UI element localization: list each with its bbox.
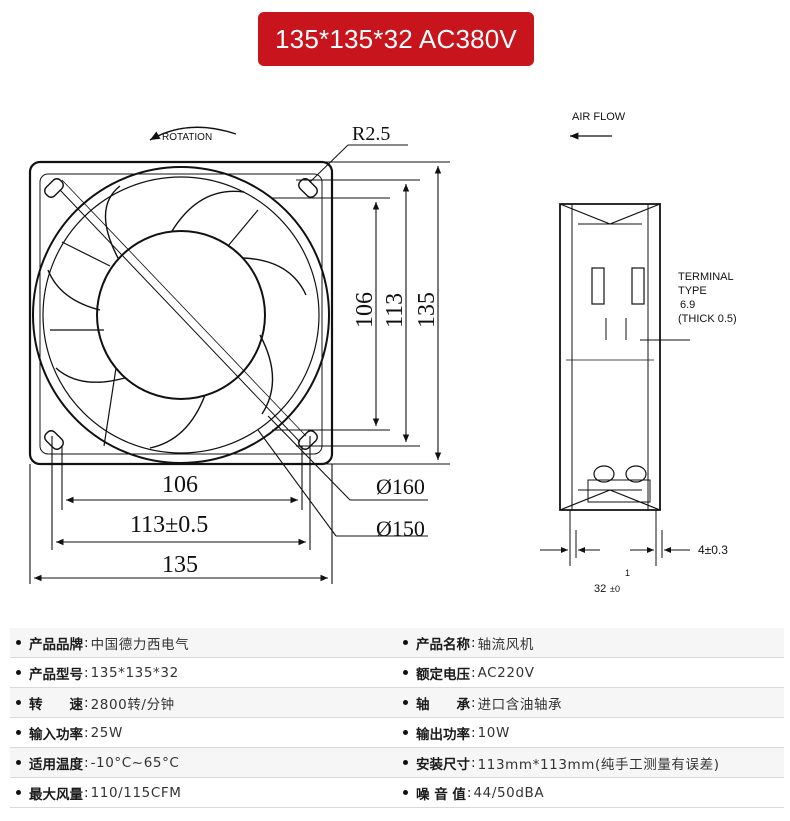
- fan-technical-drawing: ROTATION R2.5: [28, 111, 737, 595]
- side-thickness: 32: [594, 583, 606, 595]
- rotation-label: ROTATION: [162, 132, 212, 143]
- terminal-label-4: (THICK 0.5): [678, 313, 737, 325]
- rotation-indicator: ROTATION: [149, 126, 237, 143]
- spec-table: 产品品牌:中国德力西电气 产品名称:轴流风机 产品型号:135*135*32 额…: [10, 628, 784, 808]
- spec-cell: 产品型号:135*135*32: [10, 658, 397, 687]
- spec-value: 10W: [477, 724, 510, 741]
- terminal-label-3: 6.9: [680, 299, 695, 311]
- dim-vertical-135: 135: [414, 292, 440, 328]
- bullet-icon: [403, 730, 408, 735]
- spec-label: 产品品牌: [29, 636, 83, 653]
- radius-label: R2.5: [352, 123, 390, 145]
- spec-cell: 产品名称:轴流风机: [397, 628, 784, 657]
- spec-cell: 输入功率:25W: [10, 718, 397, 747]
- spec-value: 110/115CFM: [90, 784, 182, 801]
- terminal-tolerance: 4±0.3: [698, 543, 728, 557]
- spec-row: 产品品牌:中国德力西电气 产品名称:轴流风机: [10, 628, 784, 658]
- bullet-icon: [403, 640, 408, 645]
- spec-cell: 噪 音 值:44/50dBA: [397, 778, 784, 807]
- bullet-icon: [403, 670, 408, 675]
- dim-horizontal-106: 106: [162, 472, 198, 498]
- bullet-icon: [403, 700, 408, 705]
- fan-front-view: [28, 160, 334, 466]
- dim-horizontal-113: 113±0.5: [130, 512, 208, 538]
- bullet-icon: [16, 730, 21, 735]
- spec-row: 输入功率:25W 输出功率:10W: [10, 718, 784, 748]
- terminal-label-1: TERMINAL: [678, 271, 734, 283]
- spec-label: 输出功率: [416, 726, 470, 743]
- spec-value: 44/50dBA: [473, 784, 545, 801]
- diameter-callouts: Ø160 Ø150: [257, 415, 428, 541]
- spec-row: 最大风量:110/115CFM 噪 音 值:44/50dBA: [10, 778, 784, 808]
- spec-label: 额定电压: [416, 666, 470, 683]
- spec-row: 适用温度:-10°C~65°C 安装尺寸:113mm*113mm(纯手工测量有误…: [10, 748, 784, 778]
- banner-title: 135*135*32 AC380V: [275, 23, 517, 54]
- side-thickness-tol-plus: 1: [625, 568, 630, 578]
- spec-row: 产品型号:135*135*32 额定电压:AC220V: [10, 658, 784, 688]
- spec-label: 转 速: [29, 696, 83, 713]
- dim-diameter-150: Ø150: [376, 516, 425, 541]
- spec-value: 135*135*32: [90, 664, 179, 681]
- bullet-icon: [16, 700, 21, 705]
- spec-value: AC220V: [477, 664, 535, 681]
- spec-cell: 适用温度:-10°C~65°C: [10, 748, 397, 777]
- title-banner: 135*135*32 AC380V: [258, 12, 534, 66]
- radius-callout: R2.5: [309, 123, 408, 183]
- dim-diameter-160: Ø160: [376, 474, 425, 499]
- spec-label: 产品型号: [29, 666, 83, 683]
- bullet-icon: [403, 790, 408, 795]
- dim-horizontal-135: 135: [162, 552, 198, 578]
- fan-side-view: AIR FLOW TERMINAL TYPE 6.9 (THICK 0.5) 4…: [540, 111, 737, 595]
- dim-vertical-106: 106: [352, 292, 378, 328]
- spec-cell: 产品品牌:中国德力西电气: [10, 628, 397, 657]
- spec-cell: 输出功率:10W: [397, 718, 784, 747]
- spec-label: 最大风量: [29, 786, 83, 803]
- spec-value: 2800转/分钟: [90, 696, 175, 713]
- terminal-label-2: TYPE: [678, 285, 707, 297]
- spec-label: 输入功率: [29, 726, 83, 743]
- spec-label: 轴 承: [416, 696, 470, 713]
- spec-value: 25W: [90, 724, 123, 741]
- spec-cell: 最大风量:110/115CFM: [10, 778, 397, 807]
- side-thickness-tol-minus: ±0: [610, 584, 620, 594]
- bullet-icon: [16, 760, 21, 765]
- spec-cell: 转 速:2800转/分钟: [10, 688, 397, 717]
- spec-label: 适用温度: [29, 756, 83, 773]
- spec-value: 113mm*113mm(纯手工测量有误差): [477, 756, 720, 773]
- spec-label: 安装尺寸: [416, 756, 470, 773]
- bullet-icon: [16, 670, 21, 675]
- spec-cell: 轴 承:进口含油轴承: [397, 688, 784, 717]
- spec-cell: 额定电压:AC220V: [397, 658, 784, 687]
- horizontal-dimensions: 106 113±0.5 135: [29, 436, 333, 584]
- spec-value: 中国德力西电气: [90, 636, 190, 653]
- bullet-icon: [16, 640, 21, 645]
- spec-cell: 安装尺寸:113mm*113mm(纯手工测量有误差): [397, 748, 784, 777]
- spec-row: 转 速:2800转/分钟 轴 承:进口含油轴承: [10, 688, 784, 718]
- vertical-dimensions: 106 113 135: [272, 161, 450, 465]
- spec-value: 轴流风机: [477, 636, 534, 653]
- spec-label: 噪 音 值: [416, 786, 466, 803]
- spec-value: -10°C~65°C: [90, 754, 180, 771]
- spec-value: 进口含油轴承: [477, 696, 563, 713]
- spec-label: 产品名称: [416, 636, 470, 653]
- bullet-icon: [403, 760, 408, 765]
- airflow-label: AIR FLOW: [572, 111, 626, 123]
- bullet-icon: [16, 790, 21, 795]
- dim-vertical-113: 113: [382, 293, 408, 328]
